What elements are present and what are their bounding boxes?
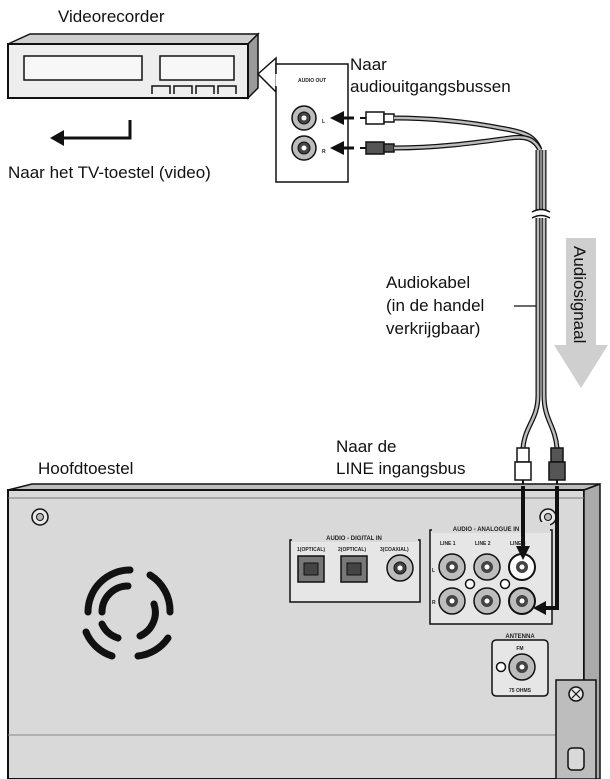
- line-in-plug-right: [548, 447, 566, 486]
- vcr-left-label: L: [322, 119, 325, 125]
- line2-left-jack: [473, 553, 501, 581]
- mounting-bracket: [555, 679, 597, 779]
- optical1-jack: [297, 555, 325, 583]
- line-in-arrows: [521, 486, 559, 610]
- line-in-plug-left: [514, 447, 532, 486]
- digital-in-panel: AUDIO - DIGITAL IN 1(OPTICAL) 2(OPTICAL)…: [289, 531, 421, 603]
- audio-cable-label-1: Audiokabel: [386, 273, 470, 292]
- to-line-in-label-1: Naar de: [336, 437, 396, 456]
- fm-label: FM: [516, 646, 523, 652]
- analogue-right-label: R: [432, 600, 436, 606]
- line-in-arrowhead-right: [533, 601, 546, 615]
- to-tv-arrow: [62, 120, 132, 140]
- vcr-plug-right: [360, 141, 395, 155]
- analogue-in-label: AUDIO - ANALOGUE IN: [453, 527, 519, 533]
- audio-signal-arrow: Audiosignaal: [554, 238, 608, 388]
- analogue-left-label: L: [432, 568, 435, 574]
- audio-cable-label-2: (in de handel: [386, 296, 484, 315]
- line2-right-jack: [473, 587, 501, 615]
- coaxial-label: 3(COAXIAL): [380, 547, 409, 553]
- audio-signal-label: Audiosignaal: [570, 246, 589, 343]
- optical2-jack: [340, 555, 368, 583]
- line2-label: LINE 2: [475, 541, 491, 547]
- vcr-audio-out-panel: AUDIO OUT L R: [256, 56, 349, 183]
- to-audio-out-label-2: audiouitgangsbussen: [350, 77, 511, 96]
- antenna-label: ANTENNA: [505, 634, 535, 640]
- vcr-right-label: R: [322, 149, 326, 155]
- audio-cable: [360, 111, 566, 486]
- fan-vent: [82, 566, 174, 660]
- vcr-jack-left: [291, 105, 317, 131]
- line3-label: LINE 3: [510, 541, 526, 547]
- videorecorder-device: [7, 32, 260, 100]
- vcr-plug-left: [360, 111, 395, 125]
- vcr-jack-right: [291, 135, 317, 161]
- line1-label: LINE 1: [440, 541, 456, 547]
- antenna-panel: ANTENNA FM 75 OHMS: [491, 634, 549, 697]
- to-audio-out-label-1: Naar: [350, 55, 387, 74]
- to-tv-arrowhead: [50, 130, 64, 146]
- vcr-audio-out-label: AUDIO OUT: [298, 78, 326, 84]
- line-in-arrowhead-left: [516, 546, 530, 560]
- line3-right-jack: [508, 587, 536, 615]
- line1-left-jack: [438, 553, 466, 581]
- analogue-in-panel: AUDIO - ANALOGUE IN LINE 1 LINE 2 LINE 3…: [429, 522, 553, 625]
- line1-right-jack: [438, 587, 466, 615]
- videorecorder-label: Videorecorder: [58, 7, 165, 26]
- coaxial-jack: [386, 554, 414, 582]
- to-tv-label: Naar het TV-toestel (video): [8, 163, 211, 182]
- optical1-label: 1(OPTICAL): [297, 547, 325, 553]
- vcr-plug-arrows: [330, 111, 354, 155]
- main-unit-label: Hoofdtoestel: [38, 459, 133, 478]
- optical2-label: 2(OPTICAL): [338, 547, 366, 553]
- ohms-label: 75 OHMS: [509, 688, 532, 694]
- audio-cable-label-3: verkrijgbaar): [386, 319, 480, 338]
- to-line-in-label-2: LINE ingangsbus: [336, 459, 465, 478]
- digital-in-label: AUDIO - DIGITAL IN: [326, 536, 382, 542]
